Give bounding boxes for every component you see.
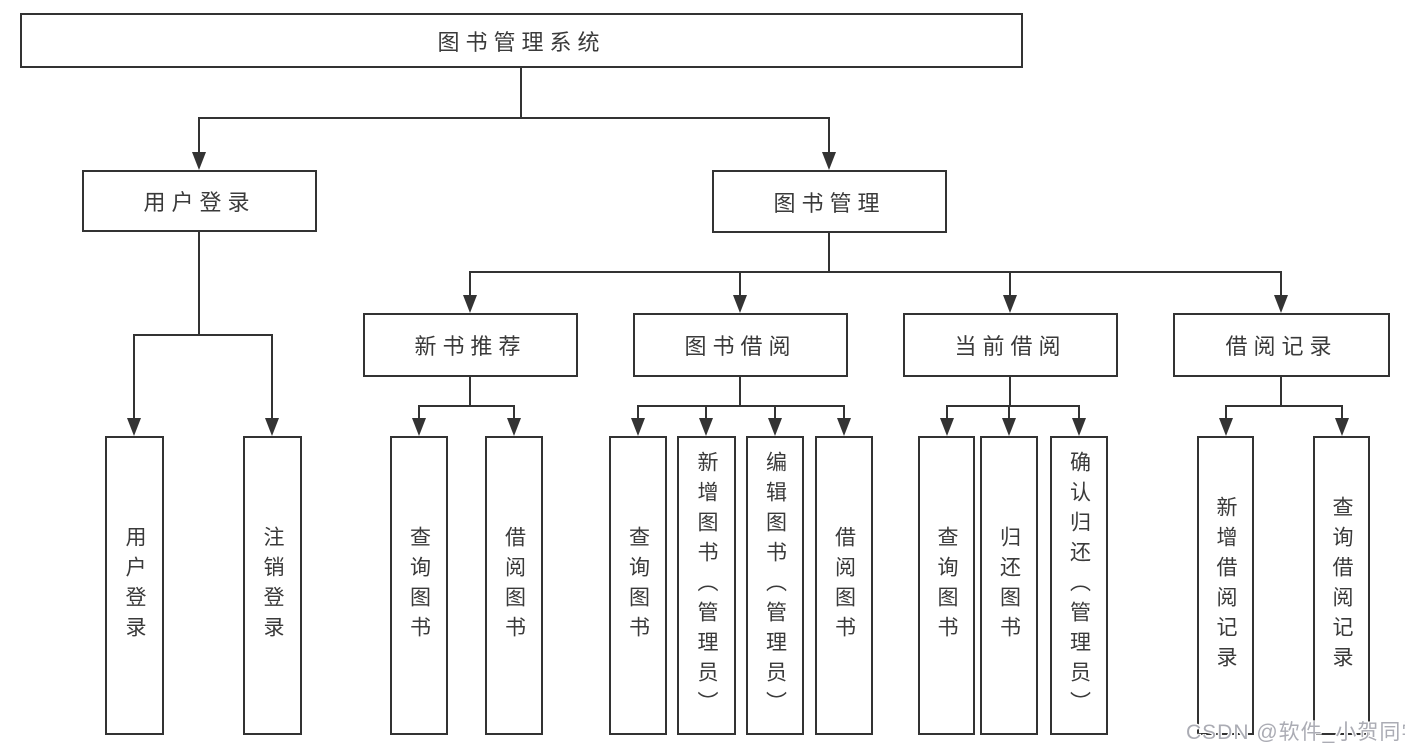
connector-line — [637, 407, 639, 419]
leaf-label: 新增借阅记录 — [1214, 495, 1237, 676]
arrow-down-icon — [1002, 418, 1016, 436]
node-label: 图书管理系统 — [437, 29, 606, 55]
arrow-down-icon — [631, 418, 645, 436]
connector-line — [198, 117, 830, 119]
node-book-management: 图书管理 — [712, 170, 947, 233]
arrow-down-icon — [1274, 295, 1288, 313]
connector-line — [198, 119, 200, 153]
leaf-label: 查询图书 — [626, 525, 650, 646]
node-label: 图书管理 — [773, 190, 886, 216]
connector-line — [1009, 377, 1011, 407]
node-new-book-recommend: 新书推荐 — [363, 313, 578, 377]
connector-line — [1341, 407, 1343, 419]
connector-line — [469, 273, 471, 295]
connector-line — [1225, 407, 1227, 419]
arrow-down-icon — [733, 295, 747, 313]
arrow-down-icon — [192, 152, 206, 170]
node-current-borrowing: 当前借阅 — [903, 313, 1118, 377]
leaf-confirm-return-admin: 确认归还（管理员） — [1050, 436, 1108, 735]
leaf-query-books-recommend: 查询图书 — [390, 436, 448, 735]
leaf-query-books-borrow: 查询图书 — [609, 436, 667, 735]
leaf-label: 借阅图书 — [832, 525, 856, 646]
arrow-down-icon — [1003, 295, 1017, 313]
connector-line — [1078, 407, 1080, 419]
connector-line — [828, 233, 830, 273]
connector-line — [946, 407, 948, 419]
node-label: 当前借阅 — [954, 334, 1067, 359]
arrow-down-icon — [822, 152, 836, 170]
leaf-label: 借阅图书 — [502, 525, 526, 646]
arrow-down-icon — [940, 418, 954, 436]
connector-line — [418, 407, 420, 419]
arrow-down-icon — [1072, 418, 1086, 436]
arrow-down-icon — [768, 418, 782, 436]
connector-line — [637, 405, 845, 407]
leaf-borrow-books-recommend: 借阅图书 — [485, 436, 543, 735]
node-book-borrowing: 图书借阅 — [633, 313, 848, 377]
arrow-down-icon — [699, 418, 713, 436]
connector-line — [739, 273, 741, 295]
connector-line — [843, 407, 845, 419]
leaf-label: 新增图书（管理员） — [695, 450, 718, 721]
node-label: 新书推荐 — [414, 334, 527, 359]
leaf-label: 确认归还（管理员） — [1067, 450, 1091, 721]
leaf-query-borrow-record: 查询借阅记录 — [1313, 436, 1370, 735]
connector-line — [1225, 405, 1343, 407]
node-root-system: 图书管理系统 — [20, 13, 1023, 68]
arrow-down-icon — [412, 418, 426, 436]
node-label: 图书借阅 — [684, 334, 797, 359]
connector-line — [739, 377, 741, 407]
arrow-down-icon — [1219, 418, 1233, 436]
leaf-label: 查询图书 — [935, 525, 958, 646]
connector-line — [520, 68, 522, 118]
connector-line — [469, 377, 471, 407]
leaf-edit-books-admin: 编辑图书（管理员） — [746, 436, 804, 735]
leaf-label: 归还图书 — [997, 525, 1021, 646]
leaf-user-login: 用户登录 — [105, 436, 164, 735]
leaf-label: 查询图书 — [407, 525, 431, 646]
connector-line — [946, 405, 1080, 407]
node-label: 借阅记录 — [1225, 334, 1338, 359]
connector-line — [1008, 407, 1010, 419]
connector-line — [133, 336, 135, 419]
connector-line — [1280, 273, 1282, 295]
node-borrowing-records: 借阅记录 — [1173, 313, 1390, 377]
connector-line — [1280, 377, 1282, 407]
arrow-down-icon — [1335, 418, 1349, 436]
arrow-down-icon — [837, 418, 851, 436]
arrow-down-icon — [127, 418, 141, 436]
connector-line — [418, 405, 515, 407]
leaf-logout: 注销登录 — [243, 436, 302, 735]
leaf-add-books-admin: 新增图书（管理员） — [677, 436, 736, 735]
connector-line — [133, 334, 273, 336]
connector-line — [1009, 273, 1011, 295]
leaf-query-books-current: 查询图书 — [918, 436, 975, 735]
leaf-label: 查询借阅记录 — [1330, 495, 1353, 676]
leaf-borrow-books: 借阅图书 — [815, 436, 873, 735]
arrow-down-icon — [265, 418, 279, 436]
connector-line — [828, 119, 830, 153]
leaf-label: 用户登录 — [123, 525, 146, 646]
connector-line — [198, 232, 200, 336]
connector-line — [513, 407, 515, 419]
leaf-return-books: 归还图书 — [980, 436, 1038, 735]
connector-line — [705, 407, 707, 419]
connector-line — [469, 271, 1282, 273]
node-user-login: 用户登录 — [82, 170, 317, 232]
leaf-label: 编辑图书（管理员） — [763, 450, 787, 721]
csdn-watermark: CSDN @软件_小贺同学 — [1186, 721, 1405, 744]
node-label: 用户登录 — [143, 190, 256, 215]
leaf-label: 注销登录 — [261, 525, 284, 646]
connector-line — [774, 407, 776, 419]
connector-line — [271, 336, 273, 419]
arrow-down-icon — [507, 418, 521, 436]
arrow-down-icon — [463, 295, 477, 313]
leaf-add-borrow-record: 新增借阅记录 — [1197, 436, 1254, 735]
